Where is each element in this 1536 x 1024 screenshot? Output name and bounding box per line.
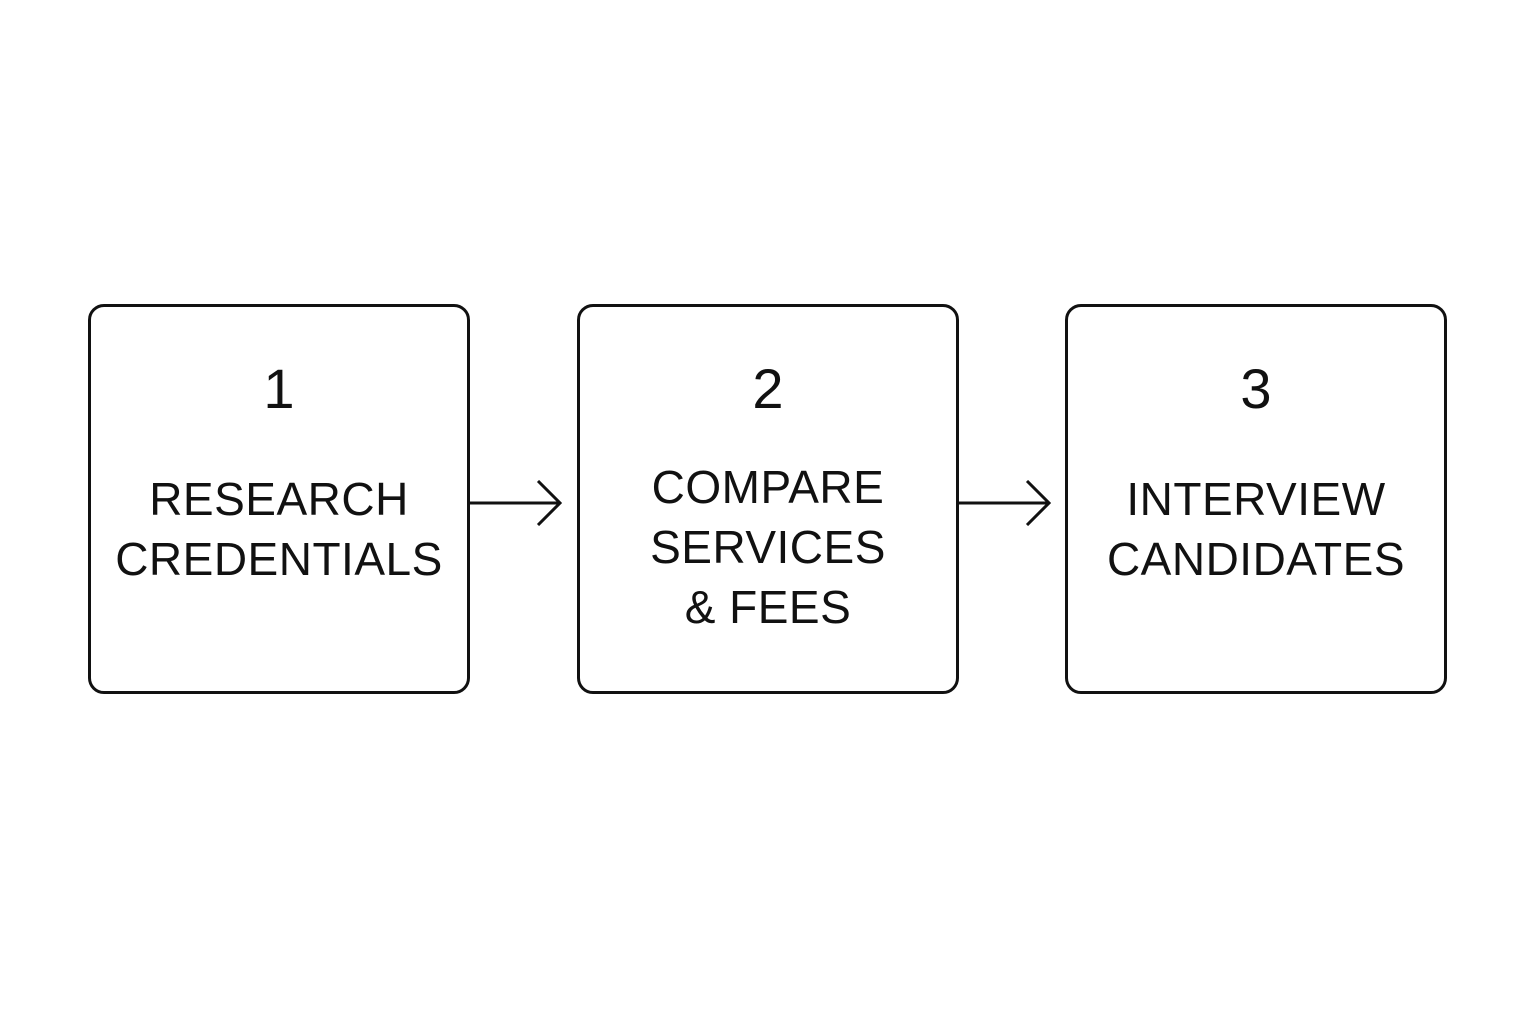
step-number: 2 <box>752 357 784 420</box>
arrow-right-icon <box>959 480 1051 526</box>
step-box-1: 1 RESEARCH CREDENTIALS <box>88 304 470 694</box>
step-number: 3 <box>1240 357 1272 420</box>
step-label-line: CANDIDATES <box>1106 533 1406 585</box>
step-box-2: 2 COMPARE SERVICES & FEES <box>577 304 959 694</box>
step-label: INTERVIEW CANDIDATES <box>1068 469 1444 589</box>
step-label-line: SERVICES <box>650 521 886 573</box>
step-label: RESEARCH CREDENTIALS <box>91 469 467 589</box>
step-label: COMPARE SERVICES & FEES <box>580 457 956 637</box>
step-label-line: COMPARE <box>651 461 885 513</box>
step-label-line: CREDENTIALS <box>115 533 443 585</box>
step-label-line: & FEES <box>684 581 852 633</box>
step-label-line: RESEARCH <box>149 473 409 525</box>
arrow-right-icon <box>470 480 562 526</box>
step-box-3: 3 INTERVIEW CANDIDATES <box>1065 304 1447 694</box>
step-label-line: INTERVIEW <box>1126 473 1386 525</box>
step-number: 1 <box>263 357 295 420</box>
